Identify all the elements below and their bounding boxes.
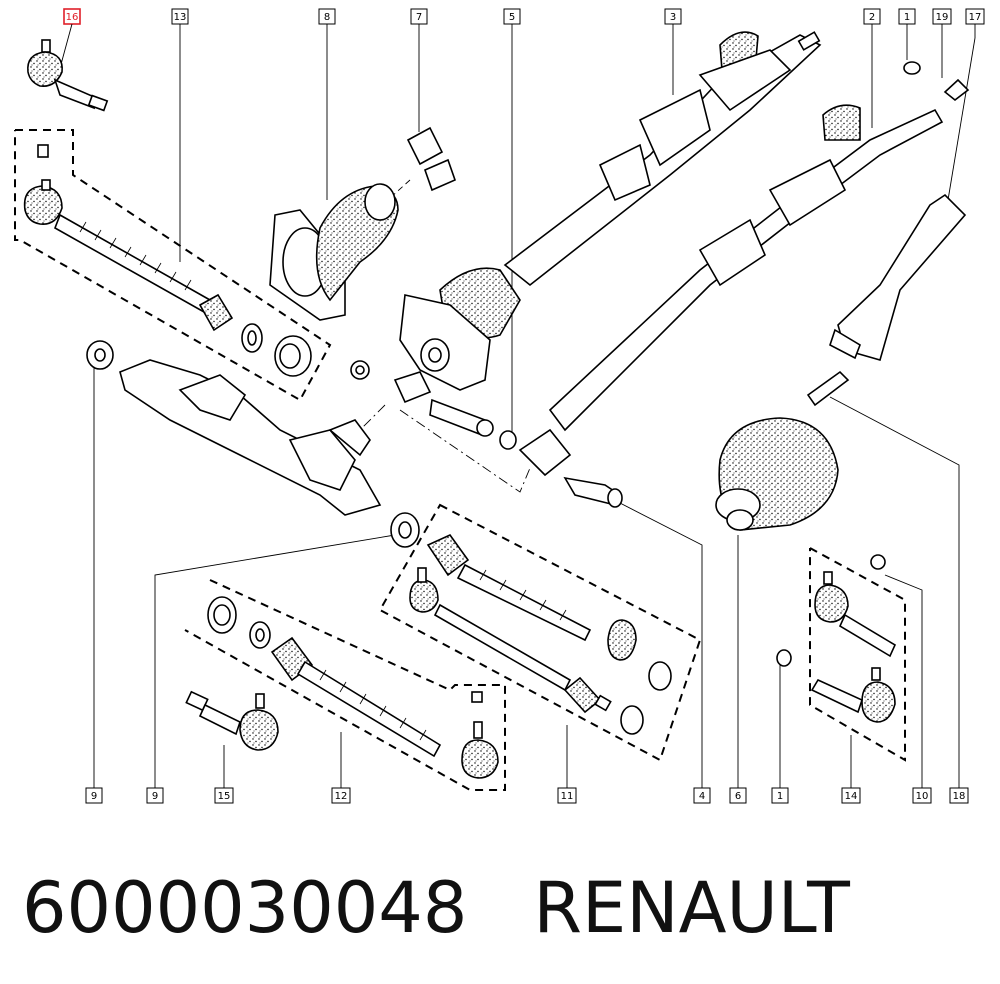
part-14-tie-rod-ends — [776, 554, 897, 723]
svg-text:17: 17 — [969, 12, 982, 23]
callout-1-top[interactable]: 1 — [898, 8, 916, 25]
svg-text:14: 14 — [845, 791, 858, 802]
callout-1-bottom[interactable]: 1 — [771, 787, 789, 804]
svg-text:2: 2 — [869, 12, 875, 23]
part-6-boot — [715, 417, 839, 531]
part-12-tie-rod-set — [207, 596, 499, 779]
callout-19[interactable]: 19 — [932, 8, 952, 25]
svg-text:5: 5 — [509, 12, 515, 23]
steering-box-center — [350, 267, 521, 450]
svg-text:8: 8 — [324, 12, 330, 23]
svg-text:19: 19 — [936, 12, 949, 23]
leader-lines — [59, 23, 976, 788]
svg-text:3: 3 — [670, 12, 676, 23]
callout-6[interactable]: 6 — [729, 787, 747, 804]
part-13-tie-rod — [23, 144, 312, 377]
callout-17[interactable]: 17 — [965, 8, 985, 25]
steering-rack-housing — [86, 340, 420, 548]
group-outlines — [14, 129, 906, 791]
svg-text:11: 11 — [561, 791, 574, 802]
svg-text:18: 18 — [953, 791, 966, 802]
svg-text:15: 15 — [218, 791, 231, 802]
svg-text:7: 7 — [416, 12, 422, 23]
part-2-steering-column — [518, 61, 970, 508]
callout-11[interactable]: 11 — [557, 787, 577, 804]
svg-text:16: 16 — [66, 12, 79, 23]
svg-text:13: 13 — [174, 12, 187, 23]
callout-8[interactable]: 8 — [318, 8, 336, 25]
part-8-bellows-boot — [269, 183, 399, 321]
callout-4[interactable]: 4 — [693, 787, 711, 804]
callout-9-right[interactable]: 9 — [146, 787, 164, 804]
callout-3[interactable]: 3 — [664, 8, 682, 25]
svg-text:12: 12 — [335, 791, 348, 802]
footer: 6000030048 RENAULT — [22, 858, 982, 958]
svg-text:6: 6 — [735, 791, 741, 802]
callout-14[interactable]: 14 — [841, 787, 861, 804]
svg-text:1: 1 — [904, 12, 910, 23]
svg-text:10: 10 — [916, 791, 929, 802]
callout-12[interactable]: 12 — [331, 787, 351, 804]
part-16-tie-rod-end — [27, 39, 109, 112]
svg-text:9: 9 — [152, 791, 158, 802]
part-7-clip — [406, 126, 457, 192]
part-11-tie-rod-set — [409, 534, 672, 735]
callout-7[interactable]: 7 — [410, 8, 428, 25]
callout-5[interactable]: 5 — [503, 8, 521, 25]
part-15-tie-rod-end — [185, 690, 279, 751]
svg-text:1: 1 — [777, 791, 783, 802]
callout-2[interactable]: 2 — [863, 8, 881, 25]
callout-15[interactable]: 15 — [214, 787, 234, 804]
callout-9-left[interactable]: 9 — [85, 787, 103, 804]
callout-13[interactable]: 13 — [171, 8, 189, 25]
callout-18[interactable]: 18 — [949, 787, 969, 804]
part-number: 6000030048 — [22, 867, 468, 949]
callout-16[interactable]: 16 — [63, 8, 81, 25]
brand-name: RENAULT — [533, 867, 850, 949]
callout-10[interactable]: 10 — [912, 787, 932, 804]
svg-text:4: 4 — [699, 791, 705, 802]
part-17-lever — [806, 193, 967, 407]
part-3-steering-column — [503, 31, 822, 287]
svg-text:9: 9 — [91, 791, 97, 802]
